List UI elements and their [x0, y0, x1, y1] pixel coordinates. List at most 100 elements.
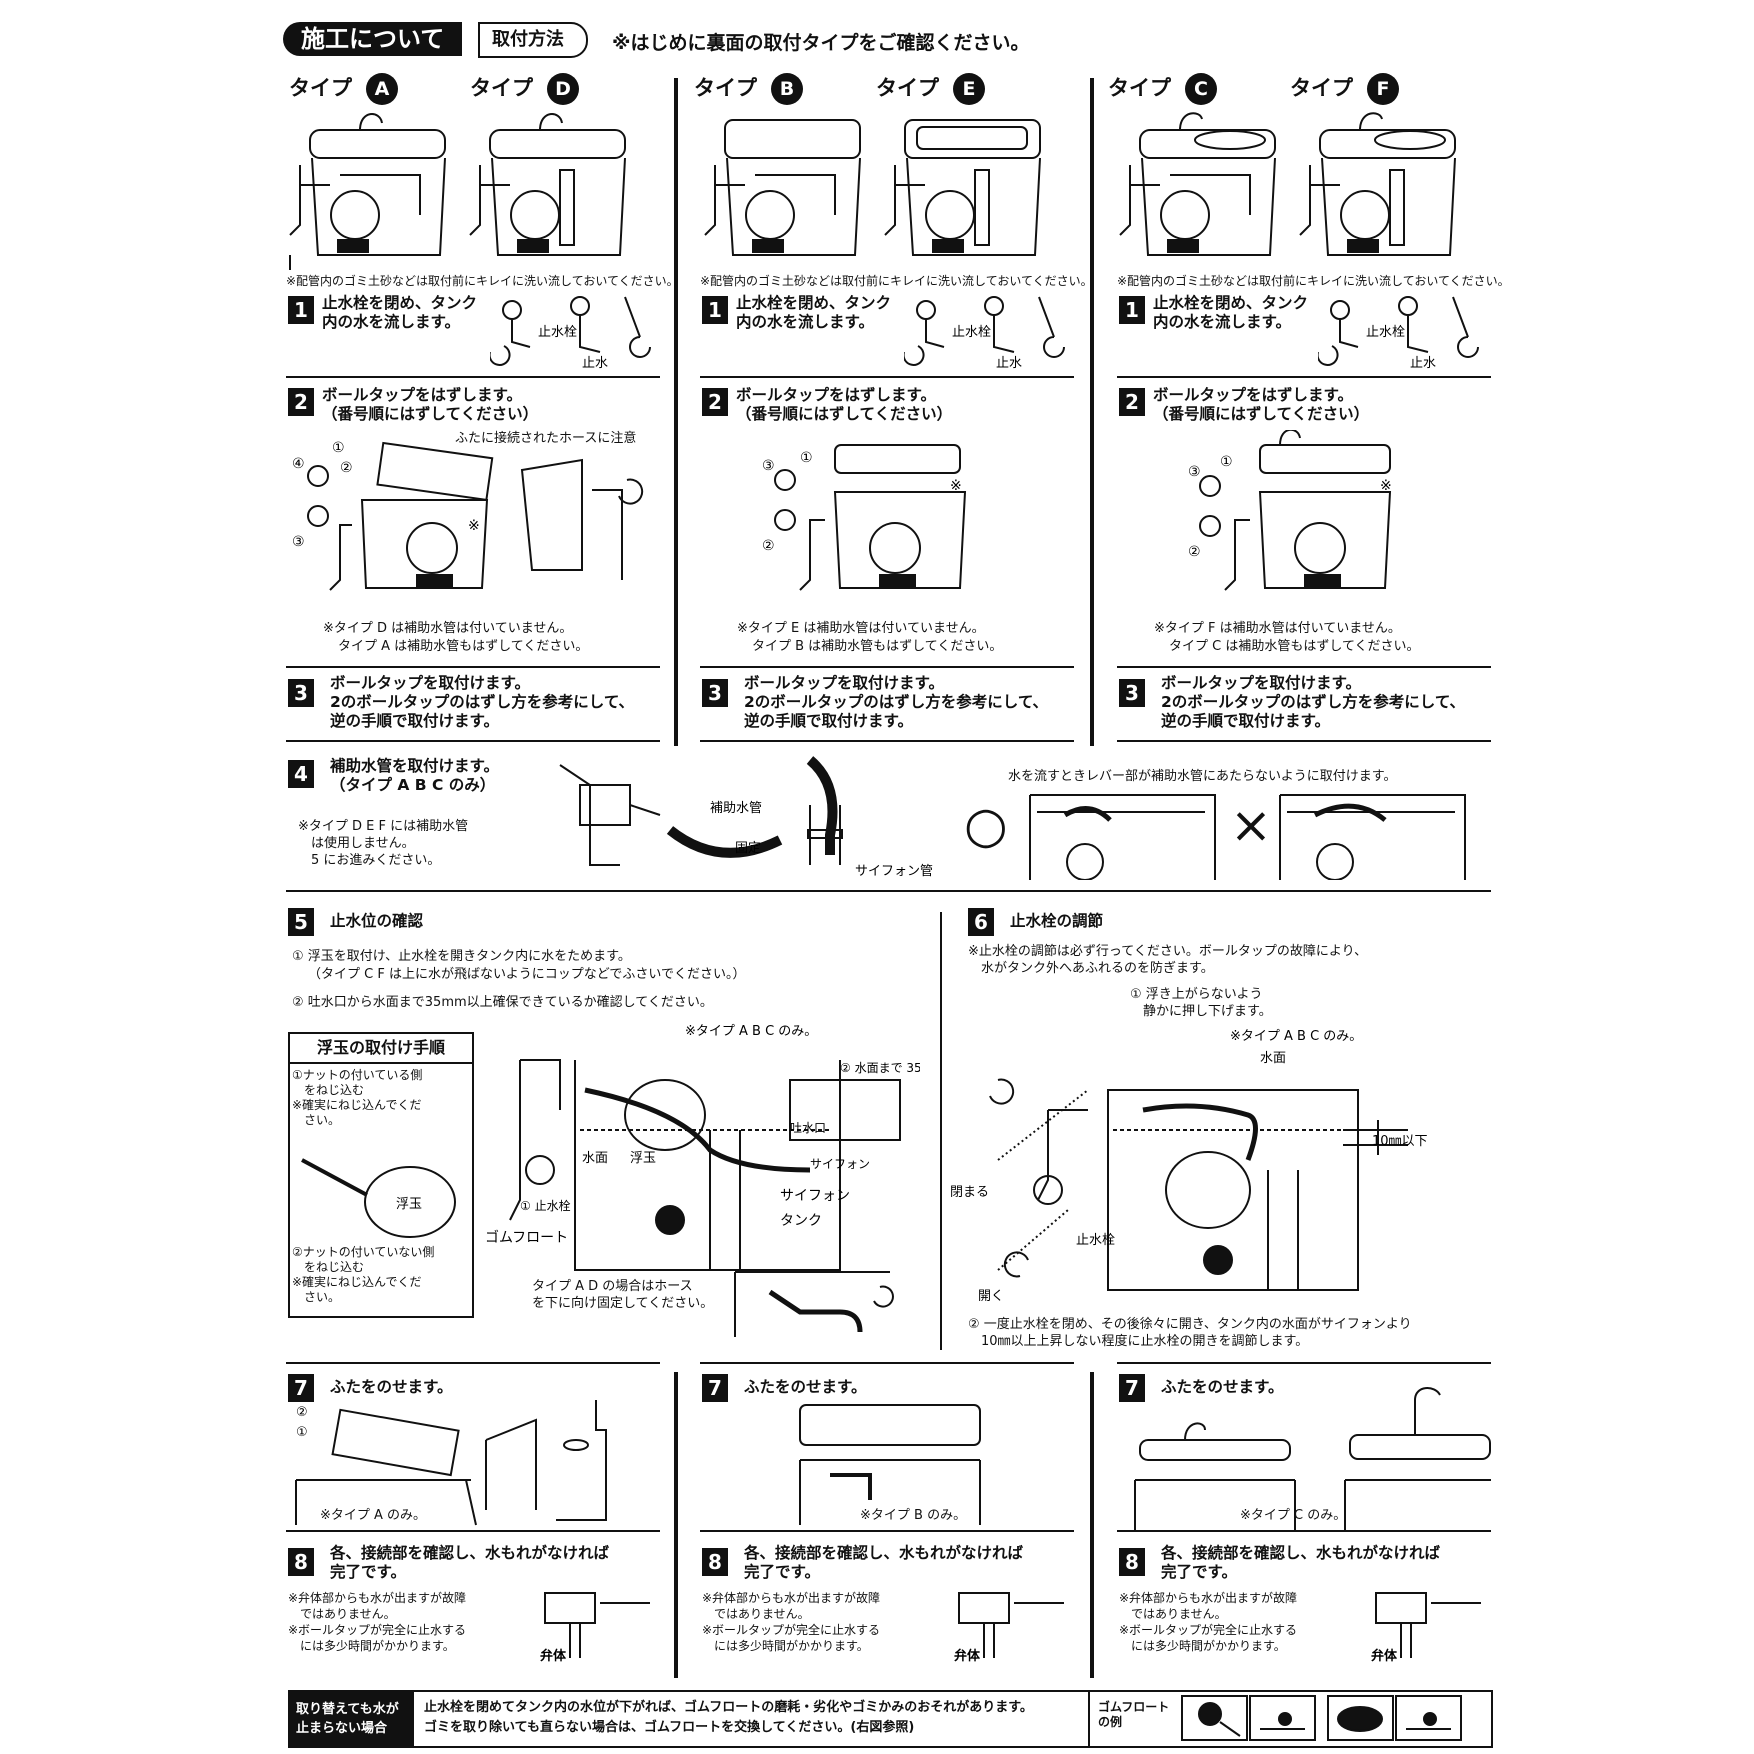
svg-text:※タイプ A B C のみ。: ※タイプ A B C のみ。	[685, 1024, 817, 1039]
svg-text:※タイプ A B C のみ。: ※タイプ A B C のみ。	[1230, 1029, 1362, 1044]
step6-line2: ② 一度止水栓を閉め、その後徐々に開き、タンク内の水面がサイフォンより 10㎜以…	[968, 1317, 1412, 1349]
svg-text:弁体: 弁体	[1371, 1648, 1398, 1664]
svg-text:② 水面まで 35mm以上: ② 水面まで 35mm以上	[840, 1061, 920, 1075]
rubber-float-examples	[1181, 1695, 1462, 1741]
step-number-1: 1	[702, 296, 728, 324]
step7-figure-c	[1134, 1387, 1491, 1530]
step4-note: ※タイプ D E F には補助水管 は使用しません。 5 にお進みください。	[298, 819, 469, 868]
step5-line1: ① 浮玉を取付け、止水栓を開きタンク内に水をためます。	[292, 949, 631, 964]
svg-text:補助水管: 補助水管	[710, 801, 762, 816]
step-number-2: 2	[702, 388, 728, 416]
tank-c-illustration	[1119, 112, 1276, 256]
step5-title: 止水位の確認	[330, 912, 424, 930]
svg-text:①: ①	[1220, 454, 1233, 470]
svg-text:① 止水栓: ① 止水栓	[520, 1198, 571, 1213]
section-tab: 取付方法	[478, 22, 588, 58]
step6-title: 止水栓の調節	[1010, 912, 1104, 930]
step-number-3: 3	[288, 679, 314, 707]
footer-box	[288, 1690, 1493, 1748]
step4-figure: 補助水管 固定 サイフォン管	[559, 756, 933, 879]
svg-text:※: ※	[950, 478, 962, 494]
ng-mark: ×	[1230, 796, 1272, 854]
svg-text:③: ③	[762, 458, 775, 474]
hose-caution: ふたに接続されたホースに注意	[455, 431, 637, 446]
step2-figure-b: ③ ① ② ※	[762, 444, 967, 591]
step7-figure-b	[799, 1404, 981, 1525]
section-divider	[940, 912, 942, 1350]
valve-figure: 弁体	[540, 1592, 650, 1664]
column-divider	[674, 78, 678, 746]
step4-text: 補助水管を取付けます。 （タイプ A B C のみ）	[330, 757, 499, 794]
svg-text:水面: 水面	[582, 1151, 608, 1166]
step1-text: 止水栓を閉め、タンク 内の水を流します。	[1153, 294, 1309, 331]
step7-note: ※タイプ C のみ。	[1240, 1508, 1347, 1523]
step2-note1: ※タイプ F は補助水管は付いていません。	[1154, 621, 1401, 636]
svg-text:止水栓: 止水栓	[1366, 325, 1405, 340]
valve-figure: 弁体	[1371, 1592, 1481, 1664]
svg-text:止水栓: 止水栓	[952, 325, 991, 340]
step7-text: ふたをのせます。	[330, 1378, 453, 1396]
svg-text:①: ①	[800, 450, 813, 466]
svg-text:①: ①	[296, 1425, 308, 1440]
svg-text:サイフォン: サイフォン	[810, 1157, 870, 1171]
step-number-5: 5	[288, 908, 314, 936]
svg-text:①: ①	[332, 440, 345, 456]
step-number-8: 8	[702, 1548, 728, 1576]
step1-text: 止水栓を閉め、タンク 内の水を流します。	[322, 294, 478, 331]
step2-figure-c: ③ ① ② ※	[1188, 430, 1392, 591]
step2-figure-a: ④ ① ② ③ ※	[292, 440, 644, 591]
step3-text: ボールタップを取付けます。 2のボールタップのはずし方を参考にして、 逆の手順で…	[1161, 674, 1466, 730]
svg-text:サイフォン管: サイフォン管	[855, 864, 933, 879]
footer-label: 取り替えても水が 止まらない場合	[290, 1692, 414, 1746]
step2-text: ボールタップをはずします。 （番号順にはずしてください）	[322, 386, 539, 423]
svg-text:②: ②	[1188, 544, 1201, 560]
svg-text:止水: 止水	[996, 356, 1022, 370]
shutoff-valve-figure: 止水栓 止水	[904, 296, 1065, 370]
step8-notes: ※弁体部からも水が出ますが故障 ではありません。 ※ボールタップが完全に止水する…	[702, 1591, 881, 1653]
hose-note: タイプ A D の場合はホース を下に向け固定してください。	[532, 1279, 714, 1311]
pipe-note: ※配管内のゴミ土砂などは取付前にキレイに洗い流しておいてください。	[1117, 274, 1510, 288]
step8-text: 各、接続部を確認し、水もれがなければ 完了です。	[1161, 1544, 1441, 1581]
header-note: ※はじめに裏面の取付タイプをご確認ください。	[612, 32, 1030, 54]
tank-a-illustration	[289, 113, 446, 270]
step7-text: ふたをのせます。	[1161, 1378, 1284, 1396]
step8-notes: ※弁体部からも水が出ますが故障 ではありません。 ※ボールタップが完全に止水する…	[1119, 1591, 1298, 1653]
step-number-8: 8	[1119, 1548, 1145, 1576]
footer-example-label: ゴムフロート の例	[1098, 1700, 1170, 1729]
step-number-2: 2	[1119, 388, 1145, 416]
svg-text:10㎜以下: 10㎜以下	[1372, 1134, 1428, 1149]
step-number-4: 4	[288, 760, 314, 788]
step-number-1: 1	[1119, 296, 1145, 324]
float-box-step2: ②ナットの付いていない側 をねじ込む ※確実にねじ込んでくだ さい。	[292, 1245, 435, 1304]
step-number-7: 7	[702, 1374, 728, 1402]
svg-text:閉まる: 閉まる	[950, 1185, 989, 1200]
float-box-step1: ①ナットの付いている側 をねじ込む ※確実にねじ込んでくだ さい。	[292, 1068, 423, 1127]
step-number-3: 3	[702, 679, 728, 707]
step7-text: ふたをのせます。	[744, 1378, 867, 1396]
step2-note2: タイプ C は補助水管もはずしてください。	[1169, 639, 1420, 654]
step6-tank-figure: ※タイプ A B C のみ。 水面 10㎜以下 閉まる 止水栓 開く	[950, 1029, 1428, 1304]
step-number-8: 8	[288, 1548, 314, 1576]
step2-note2: タイプ A は補助水管もはずしてください。	[338, 639, 589, 654]
svg-text:③: ③	[1188, 464, 1201, 480]
svg-text:サイフォン: サイフォン	[780, 1188, 850, 1204]
step8-text: 各、接続部を確認し、水もれがなければ 完了です。	[330, 1544, 610, 1581]
svg-text:吐水口: 吐水口	[790, 1121, 826, 1135]
step-number-7: 7	[1119, 1374, 1145, 1402]
footer-text: 止水栓を閉めてタンク内の水位が下がれば、ゴムフロートの磨耗・劣化やゴミかみのおそ…	[424, 1700, 1033, 1735]
svg-text:開く: 開く	[978, 1289, 1004, 1304]
float-box-title: 浮玉の取付け手順	[290, 1034, 472, 1064]
step2-text: ボールタップをはずします。 （番号順にはずしてください）	[1153, 386, 1370, 423]
column-divider	[1090, 78, 1094, 746]
svg-text:②: ②	[340, 460, 353, 476]
float-install-box	[288, 1032, 474, 1318]
shutoff-valve-label: 止水栓	[538, 325, 577, 340]
svg-text:浮玉: 浮玉	[396, 1197, 422, 1212]
step-number-1: 1	[288, 296, 314, 324]
pipe-note: ※配管内のゴミ土砂などは取付前にキレイに洗い流しておいてください。	[286, 274, 679, 288]
